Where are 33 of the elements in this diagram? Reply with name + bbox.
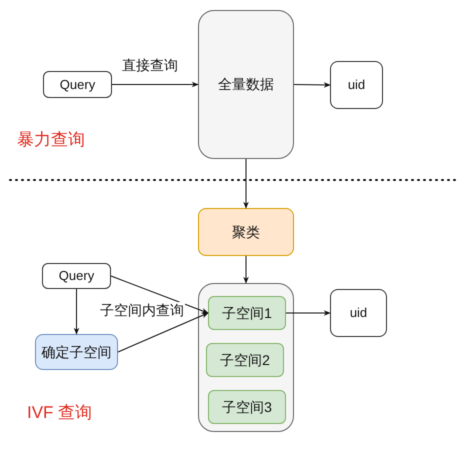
cluster-box [198,208,294,256]
subspace-box [208,296,286,330]
node-text: Query [60,76,96,94]
query-box [43,71,112,98]
edge-label: 子空间内查询 [99,302,185,320]
arrow [243,256,249,284]
result-box [330,61,383,109]
arrow [243,158,249,209]
node-text: 全量数据 [218,75,274,94]
arrow [110,276,209,314]
section-label: IVF 查询 [27,402,92,424]
edge-label: 直接查询 [121,57,179,74]
section-label: 暴力查询 [17,129,85,151]
node-text: 子空间1 [222,304,272,322]
node-text: 确定子空间 [42,342,112,362]
query-box [42,263,111,289]
node-text: uid [348,76,366,94]
node-text: 子空间3 [222,398,272,416]
subspace-box [208,390,286,424]
node-text: Query [58,267,94,286]
container-box [198,283,294,432]
result-box [330,289,387,337]
node-text: uid [350,304,368,322]
node-text: 聚类 [232,222,260,242]
node-text: 子空间2 [220,350,270,370]
arrow [294,82,331,88]
subspace-box [206,343,284,377]
process-box [35,334,118,370]
arrow [286,310,331,316]
data-box [198,10,294,159]
arrow [74,288,80,335]
arrow [118,312,209,352]
arrow [112,82,199,88]
